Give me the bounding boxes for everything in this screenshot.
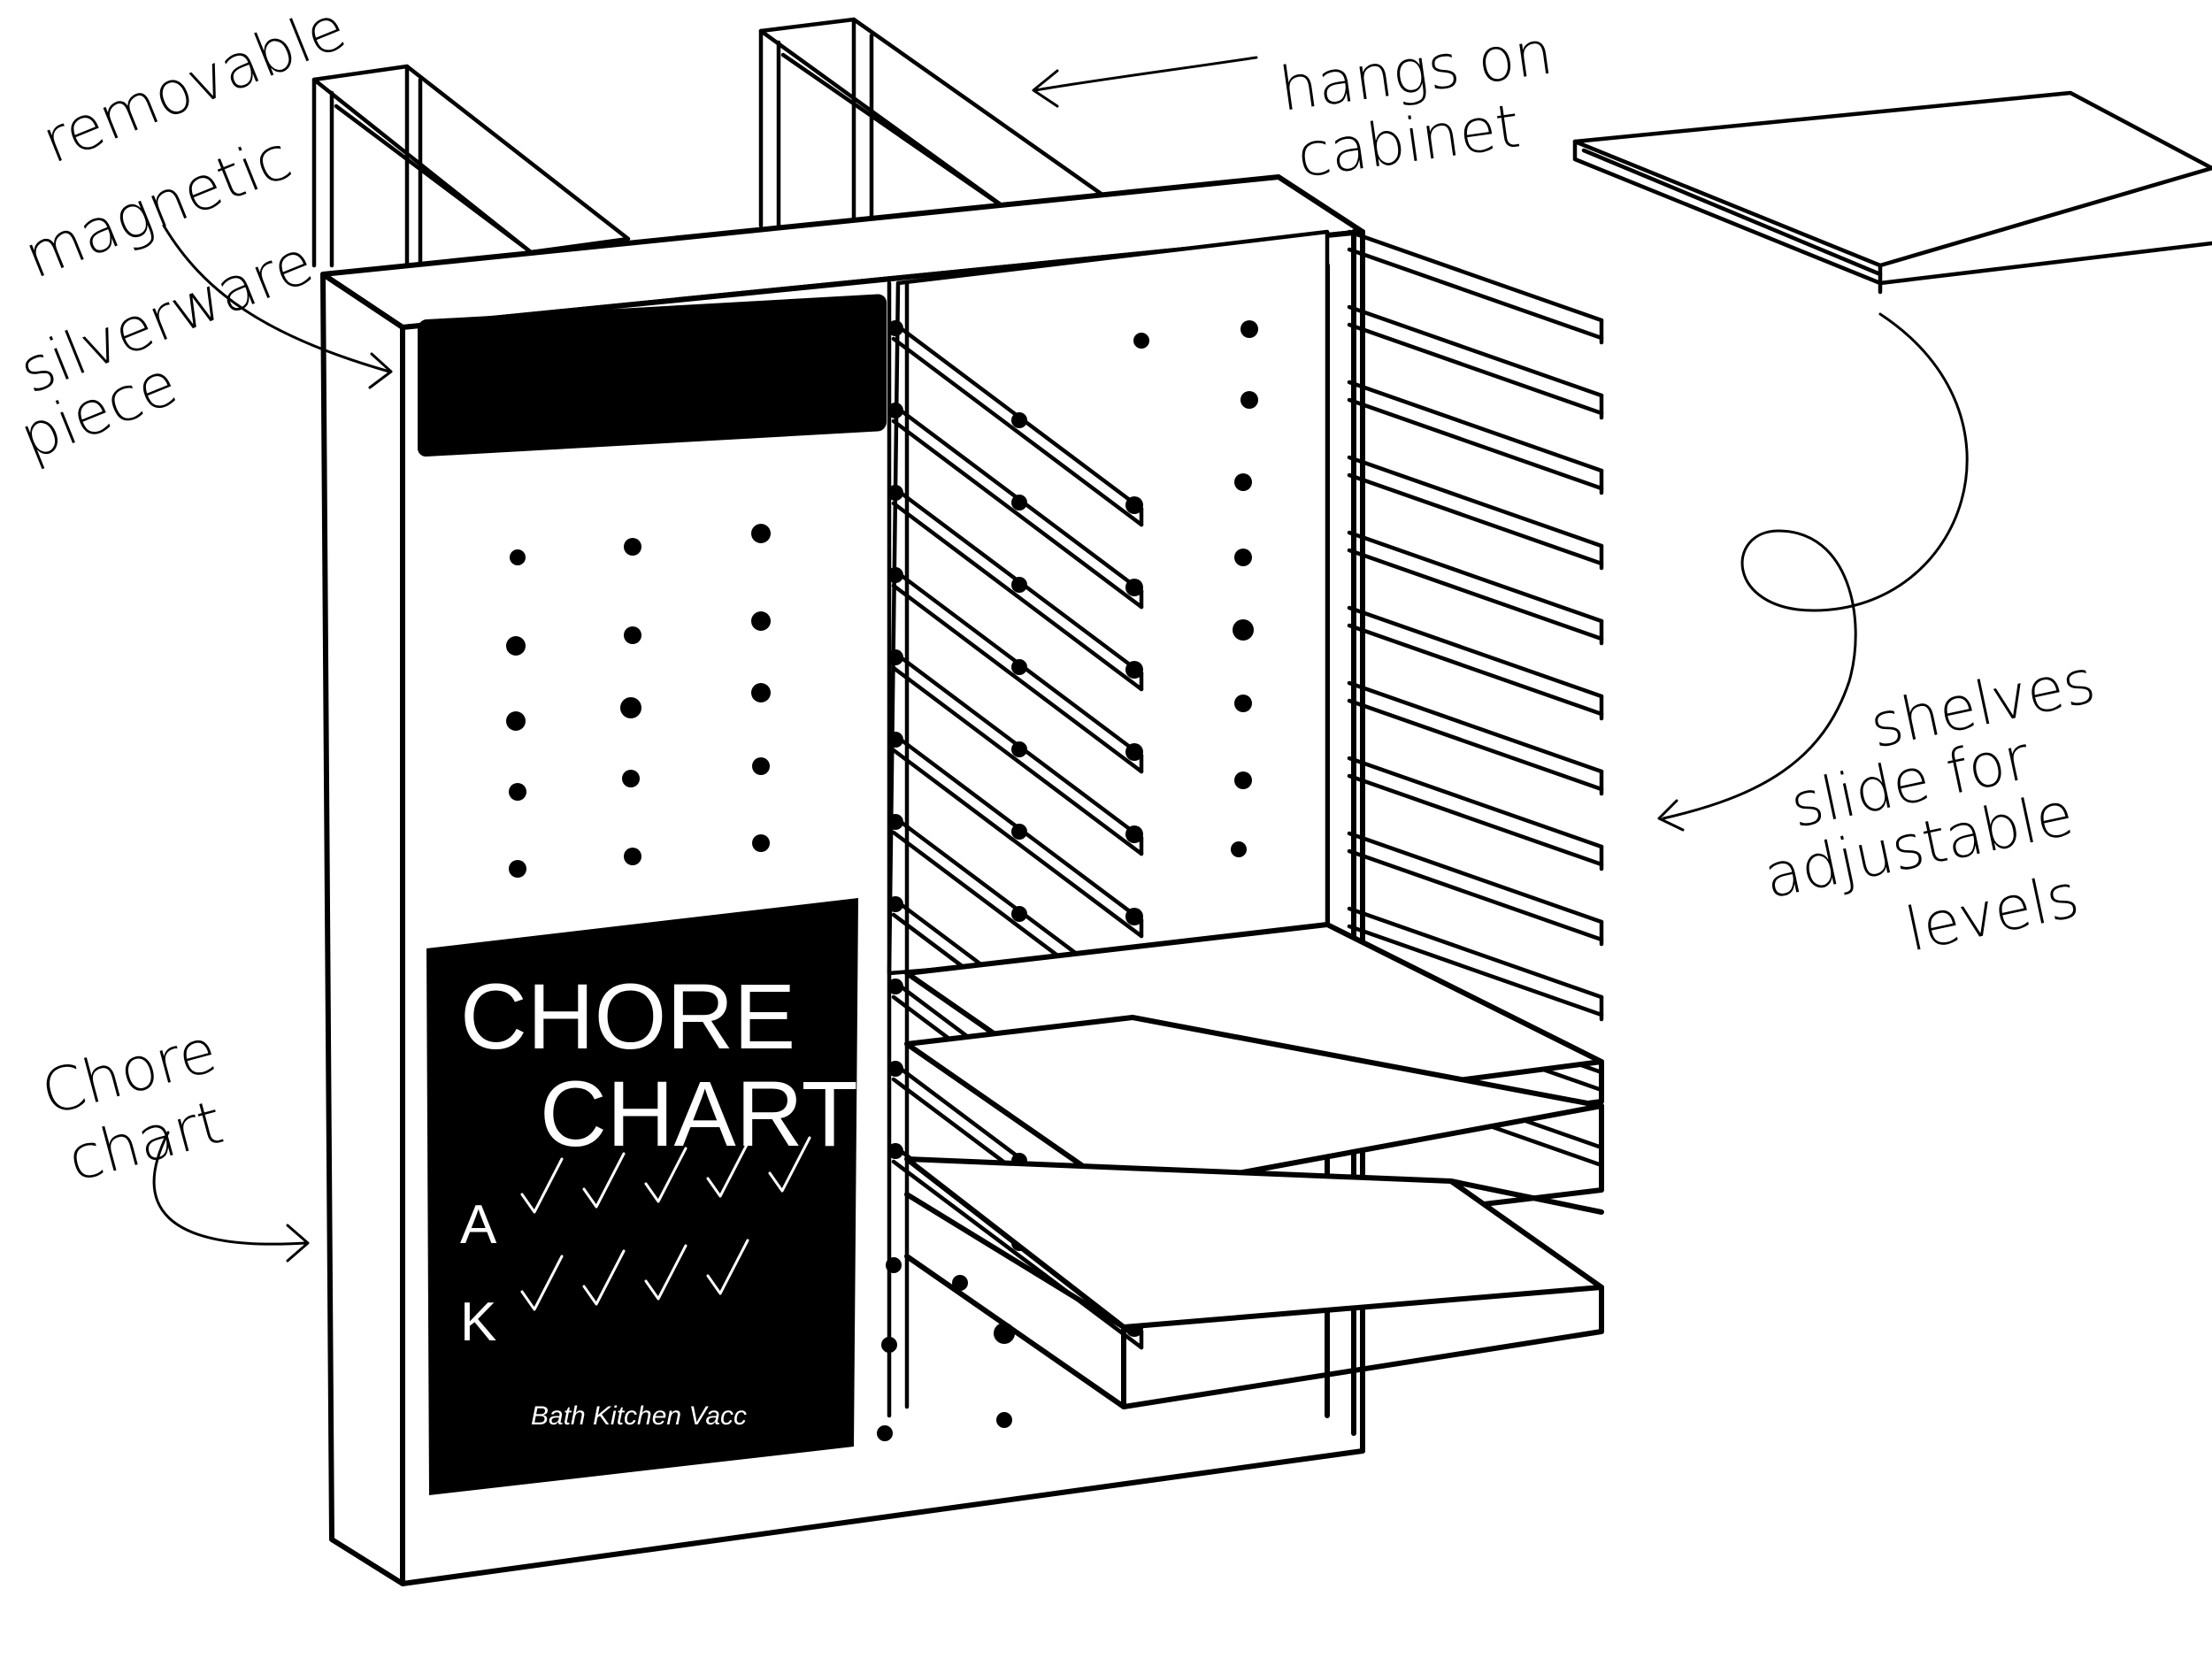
arrow-hangs (1032, 56, 1258, 108)
side-rail (1347, 229, 1604, 345)
loose-shelf (1572, 90, 2212, 295)
side-rail (1347, 380, 1604, 495)
chore-check-mark (644, 1147, 687, 1203)
sliding-shelves (904, 922, 1604, 1409)
side-rail (1347, 906, 1604, 1022)
chore-check-mark (644, 1244, 687, 1301)
chore-check-mark (768, 1136, 811, 1193)
annotation-hangs: hangs on cabinet (1275, 18, 1556, 191)
side-rail (1347, 530, 1604, 646)
chore-check-mark (520, 1255, 564, 1311)
pegboard-dots-left (506, 524, 771, 878)
note-silverware-1: removable (33, 0, 356, 178)
front-rail (887, 567, 1144, 774)
side-rail (1347, 680, 1604, 796)
chore-check-mark (520, 1157, 564, 1214)
arrow-silverware (162, 224, 393, 389)
chore-check-mark (706, 1239, 749, 1295)
side-rail (1347, 831, 1604, 947)
magnetic-silverware-strip (418, 294, 887, 457)
chore-row-label-a: A (460, 1194, 497, 1255)
side-rail (1347, 605, 1604, 721)
front-rail (887, 649, 1144, 856)
side-rail (1347, 455, 1604, 571)
chore-check-mark (706, 1141, 749, 1198)
front-rail (887, 732, 1144, 939)
front-rail (887, 485, 1144, 692)
chore-check-mark (582, 1249, 626, 1306)
side-rail (1347, 756, 1604, 871)
annotation-shelves: shelves slide for adjustable levels (1758, 647, 2101, 966)
front-rail (887, 320, 1144, 527)
annotation-silverware: removable magnetic silverware piece (11, 0, 356, 474)
annotation-chore: Chore chart (35, 1016, 230, 1195)
hanging-bracket-left (311, 64, 631, 268)
arrow-shelves (1657, 312, 1969, 832)
hanging-bracket-right (758, 17, 1118, 228)
arrow-chore (152, 1131, 310, 1263)
chore-check-mark (582, 1152, 626, 1209)
chore-title-line1: CHORE (460, 965, 795, 1069)
chore-footer: Bath Kitchen Vacc (531, 1401, 747, 1431)
chore-chart-board: CHORE CHART A K Bath Kitchen Vacc (426, 898, 858, 1495)
chore-row-label-k: K (460, 1292, 496, 1353)
side-rail (1347, 304, 1604, 420)
chore-title-line2: CHART (540, 1063, 858, 1166)
front-rail (887, 403, 1144, 610)
